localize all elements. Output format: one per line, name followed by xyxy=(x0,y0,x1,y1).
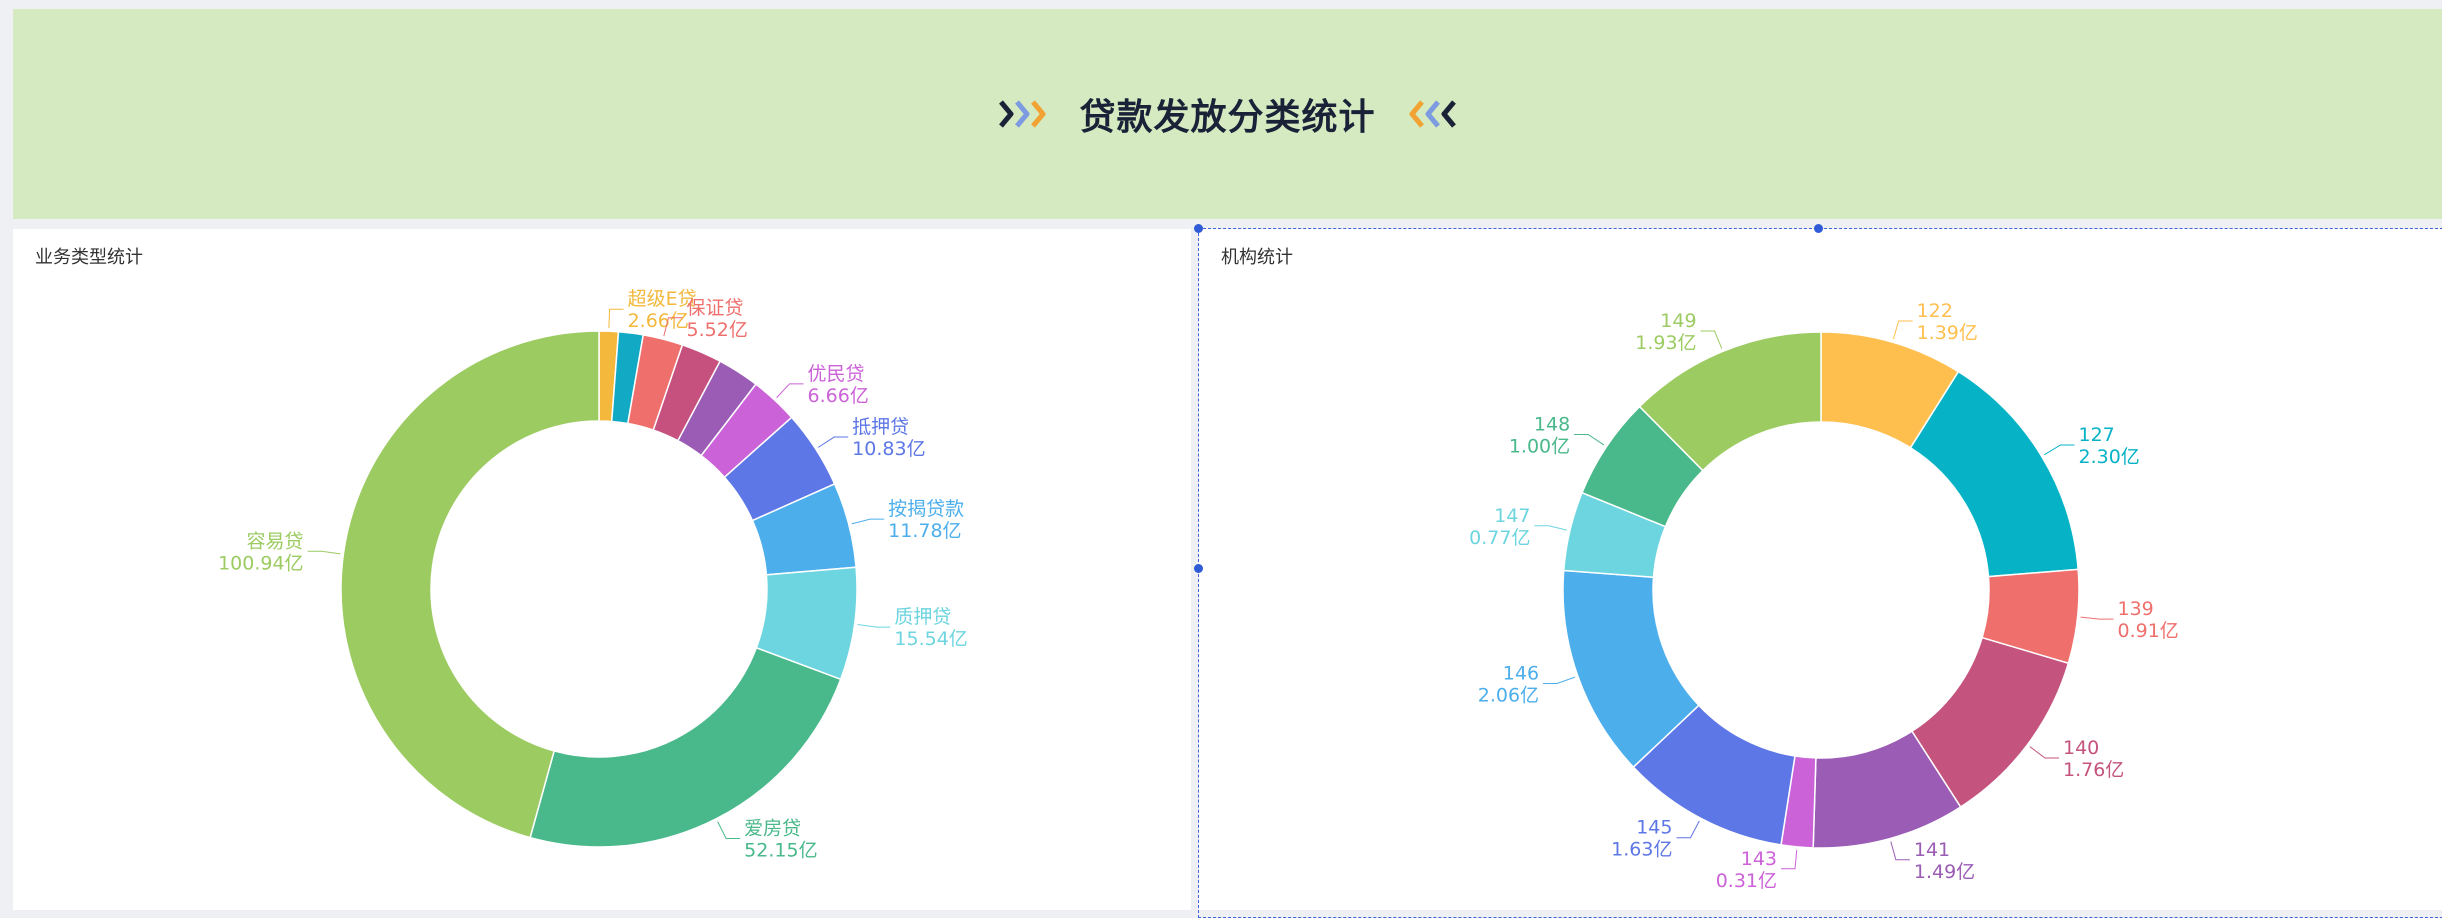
slice-name-label: 148 xyxy=(1534,413,1570,435)
page-title: 贷款发放分类统计 xyxy=(1079,97,1376,138)
slice-name-label: 139 xyxy=(2117,598,2153,620)
slice-name-label: 141 xyxy=(1914,839,1950,861)
slice-name-label: 122 xyxy=(1917,300,1953,322)
label-leader-line xyxy=(851,518,885,525)
slice-name-label: 149 xyxy=(1660,310,1696,332)
label-leader-line xyxy=(776,383,804,399)
chevron-left-triple-icon xyxy=(1398,98,1458,130)
slice-value-label: 15.54亿 xyxy=(894,628,967,650)
slice-name-label: 优民贷 xyxy=(808,363,865,385)
slice-value-label: 6.66亿 xyxy=(808,385,869,407)
label-leader-line xyxy=(1534,525,1568,531)
label-leader-line xyxy=(1574,433,1605,446)
label-leader-line xyxy=(1781,849,1798,870)
slice-name-label: 145 xyxy=(1636,817,1672,839)
slice-name-label: 146 xyxy=(1503,662,1539,684)
donut-slice[interactable] xyxy=(340,330,600,839)
label-leader-line xyxy=(1890,841,1910,861)
slice-value-label: 2.06亿 xyxy=(1478,684,1539,706)
slice-value-label: 1.39亿 xyxy=(1917,322,1978,344)
donut-slice[interactable] xyxy=(529,646,842,848)
label-leader-line xyxy=(307,550,341,555)
slice-value-label: 1.76亿 xyxy=(2063,759,2124,781)
slice-name-label: 超级E贷 xyxy=(628,288,697,310)
slice-name-label: 140 xyxy=(2063,737,2099,759)
title-wrap: 贷款发放分类统计 xyxy=(13,9,2442,219)
label-leader-line xyxy=(1700,330,1723,349)
slice-name-label: 127 xyxy=(2079,424,2115,446)
label-leader-line xyxy=(857,624,891,628)
label-leader-line xyxy=(663,317,683,337)
panel-title-business-type: 业务类型统计 xyxy=(35,247,143,268)
slice-value-label: 11.78亿 xyxy=(888,520,961,542)
panel-title-institution: 机构统计 xyxy=(1221,247,1293,268)
chevron-right-triple-icon xyxy=(997,98,1057,130)
business-type-donut-chart: 超级E贷2.66亿保证贷5.52亿优民贷6.66亿抵押贷10.83亿按揭贷款11… xyxy=(218,288,968,861)
slice-value-label: 2.66亿 xyxy=(628,310,689,332)
slice-name-label: 抵押贷 xyxy=(852,416,909,438)
label-leader-line xyxy=(2029,746,2060,759)
label-leader-line xyxy=(717,821,741,839)
slice-value-label: 1.63亿 xyxy=(1611,839,1672,861)
slice-value-label: 1.49亿 xyxy=(1914,861,1975,883)
slice-value-label: 5.52亿 xyxy=(687,319,748,341)
slice-name-label: 保证贷 xyxy=(687,297,744,319)
slice-value-label: 0.91亿 xyxy=(2117,620,2178,642)
slice-name-label: 爱房贷 xyxy=(744,817,801,839)
slice-name-label: 按揭贷款 xyxy=(888,498,964,520)
label-leader-line xyxy=(1543,676,1576,684)
header-banner: 贷款发放分类统计 xyxy=(13,9,2442,219)
slice-value-label: 1.93亿 xyxy=(1635,332,1696,354)
slice-value-label: 52.15亿 xyxy=(744,839,817,861)
donut-slice[interactable] xyxy=(1638,331,1822,472)
slice-value-label: 2.30亿 xyxy=(2079,446,2140,468)
label-leader-line xyxy=(1676,820,1700,839)
slice-value-label: 0.77亿 xyxy=(1469,527,1530,549)
slice-value-label: 1.00亿 xyxy=(1509,435,1570,457)
label-leader-line xyxy=(2080,616,2114,620)
slice-name-label: 容易贷 xyxy=(247,530,304,552)
slice-value-label: 10.83亿 xyxy=(852,438,925,460)
slice-value-label: 0.31亿 xyxy=(1716,870,1777,892)
slice-name-label: 143 xyxy=(1741,848,1777,870)
label-leader-line xyxy=(817,436,849,448)
label-leader-line xyxy=(2044,444,2075,456)
label-leader-line xyxy=(1892,320,1913,340)
label-leader-line xyxy=(608,308,624,329)
slice-value-label: 100.94亿 xyxy=(218,552,303,574)
slice-name-label: 147 xyxy=(1494,505,1530,527)
slice-name-label: 质押贷 xyxy=(894,606,951,628)
